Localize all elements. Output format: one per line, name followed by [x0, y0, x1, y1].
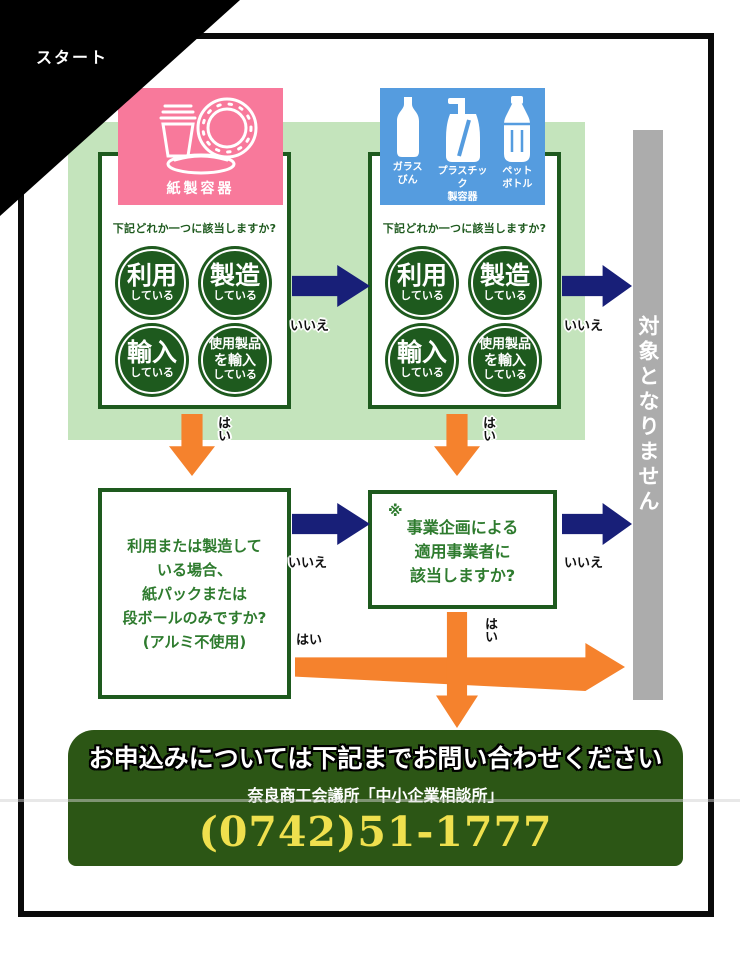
- glass-bottle-label: ガラス びん: [393, 161, 423, 187]
- plastic-container-label: プラスチック 製容器: [435, 165, 489, 204]
- paper-question-text: 下記どれか一つに該当しますか?: [112, 222, 277, 235]
- plastic-container-item: プラスチック 製容器: [435, 96, 489, 204]
- paper-option-manufacture-circle: 製造 している: [198, 246, 272, 320]
- yes-label: はい: [215, 416, 230, 442]
- option-sub-label: している: [400, 366, 444, 380]
- option-sub-label: している: [130, 289, 174, 303]
- glass-bottle-item: ガラス びん: [380, 96, 434, 187]
- option-main-label: 製造: [209, 261, 260, 291]
- option-sub-label: している: [483, 289, 527, 303]
- no-label: いいえ: [290, 319, 330, 334]
- no-label: いいえ: [564, 556, 604, 571]
- contact-phone-number: (0742)51-1777: [198, 808, 553, 856]
- paper-containers-icon: [159, 97, 257, 175]
- bottles-option-import-circle: 輸入 している: [385, 323, 459, 397]
- no-label: いいえ: [288, 556, 328, 571]
- bottles-category-box: ガラス びん プラスチック 製容器: [380, 88, 545, 205]
- question-line: 該当しますか?: [409, 566, 516, 585]
- note-mark: ※: [388, 502, 403, 520]
- option-sub-label: している: [400, 289, 444, 303]
- option-main-label: 輸入: [396, 338, 447, 368]
- bottles-option-manufacture-circle: 製造 している: [468, 246, 542, 320]
- question-line: 適用事業者に: [414, 542, 511, 561]
- paper-pack-question-box: 利用または製造して いる場合、 紙パックまたは 段ボールのみですか? (アルミ不…: [98, 488, 291, 699]
- option-line: 使用製品: [478, 337, 531, 353]
- yes-label: はい: [482, 617, 497, 643]
- question-line: 紙パックまたは: [141, 584, 247, 603]
- no-label: いいえ: [564, 319, 604, 334]
- label-line: プラスチック: [437, 166, 488, 190]
- bottles-question-text: 下記どれか一つに該当しますか?: [382, 222, 547, 235]
- pet-bottle-icon: [504, 96, 531, 162]
- contact-banner: お申込みについては下記までお問い合わせください 奈良商工会議所「中小企業相談所」…: [68, 730, 683, 866]
- contact-organization: 奈良商工会議所「中小企業相談所」: [247, 786, 504, 805]
- option-line: 使用製品: [208, 337, 261, 353]
- question-line: 段ボールのみですか?: [122, 608, 267, 627]
- paper-category-label: 紙製容器: [166, 181, 235, 197]
- glass-bottle-icon: [396, 97, 419, 157]
- question-line: 利用または製造して: [127, 536, 262, 555]
- option-sub-label: している: [213, 289, 257, 303]
- label-line: 製容器: [447, 192, 478, 203]
- paper-option-use-circle: 利用 している: [115, 246, 189, 320]
- start-label: スタート: [36, 48, 109, 67]
- question-line: いる場合、: [156, 560, 232, 579]
- option-sub-label: している: [130, 366, 174, 380]
- question-line: (アルミ不使用): [142, 632, 247, 651]
- option-main-label: 利用: [126, 261, 177, 291]
- plastic-pump-bottle-icon: [445, 98, 480, 162]
- business-plan-question-text: 事業企画による 適用事業者に 該当しますか?: [372, 516, 553, 588]
- not-applicable-text: 対象となりません: [636, 315, 660, 515]
- paper-option-import-circle: 輸入 している: [115, 323, 189, 397]
- contact-banner-title: お申込みについては下記までお問い合わせください: [88, 744, 663, 773]
- label-line: ガラス: [392, 162, 423, 173]
- paper-category-box: 紙製容器: [118, 88, 283, 205]
- paper-option-import-used-circle: 使用製品 を輸入 している: [198, 323, 272, 397]
- option-main-label: 製造: [479, 261, 530, 291]
- option-main-label: 輸入: [126, 338, 177, 368]
- option-main-label: 利用: [396, 261, 447, 291]
- yes-label: はい: [480, 416, 495, 442]
- yes-label: はい: [296, 633, 323, 648]
- option-line: している: [213, 368, 257, 382]
- business-plan-question-box: ※ 事業企画による 適用事業者に 該当しますか?: [368, 490, 557, 609]
- option-line: を輸入: [214, 353, 256, 370]
- pet-bottle-item: ペット ボトル: [490, 96, 544, 191]
- label-line: ボトル: [502, 179, 533, 190]
- question-line: 事業企画による: [406, 518, 519, 537]
- page-border-frame: [18, 33, 714, 917]
- pet-bottle-label: ペット ボトル: [502, 165, 532, 191]
- not-applicable-bar: 対象となりません: [633, 130, 663, 700]
- option-line: している: [483, 368, 527, 382]
- option-line: を輸入: [484, 353, 526, 370]
- scan-artifact-line: [0, 799, 740, 802]
- label-line: びん: [397, 175, 418, 186]
- label-line: ペット: [502, 166, 533, 177]
- bottles-option-import-used-circle: 使用製品 を輸入 している: [468, 323, 542, 397]
- bottles-option-use-circle: 利用 している: [385, 246, 459, 320]
